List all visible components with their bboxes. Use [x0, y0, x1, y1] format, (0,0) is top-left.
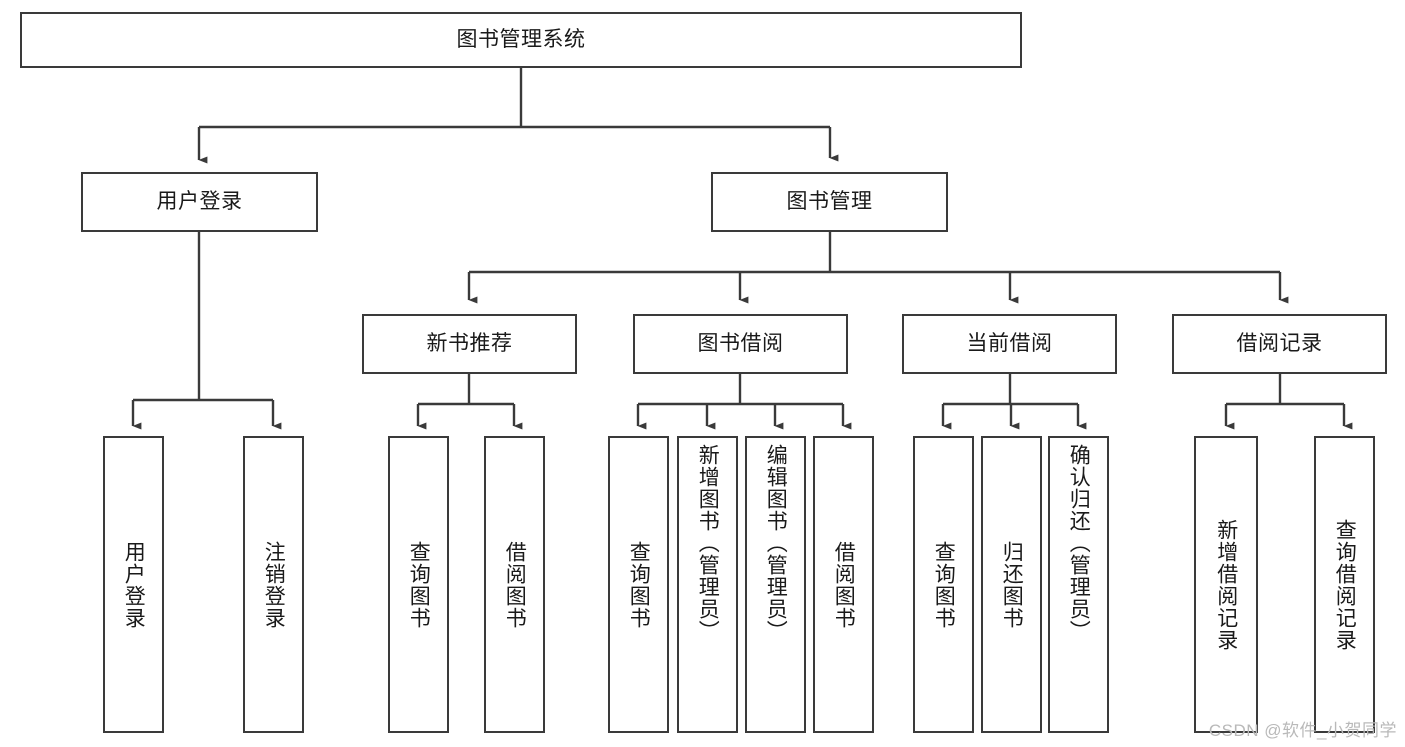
node-label: 编辑图书（管理员） [764, 444, 788, 642]
leaf-record-query-record[interactable]: 查询借阅记录 [1314, 436, 1375, 733]
node-label: 借阅图书 [832, 540, 856, 629]
leaf-borrow-query-book[interactable]: 查询图书 [608, 436, 669, 733]
leaf-record-add-record[interactable]: 新增借阅记录 [1194, 436, 1258, 733]
leaf-user-login-login[interactable]: 用户登录 [103, 436, 164, 733]
node-label: 借阅记录 [1236, 332, 1323, 356]
leaf-recommend-query-book[interactable]: 查询图书 [388, 436, 449, 733]
leaf-current-query-book[interactable]: 查询图书 [913, 436, 974, 733]
node-root-system[interactable]: 图书管理系统 [20, 12, 1022, 68]
node-label: 查询图书 [407, 540, 431, 629]
leaf-current-confirm-return-admin[interactable]: 确认归还（管理员） [1048, 436, 1109, 733]
node-borrow-record[interactable]: 借阅记录 [1172, 314, 1387, 374]
leaf-recommend-borrow-book[interactable]: 借阅图书 [484, 436, 545, 733]
node-new-book-recommend[interactable]: 新书推荐 [362, 314, 577, 374]
leaf-borrow-borrow-book[interactable]: 借阅图书 [813, 436, 874, 733]
node-label: 当前借阅 [966, 332, 1053, 356]
leaf-user-login-logout[interactable]: 注销登录 [243, 436, 304, 733]
node-label: 注销登录 [262, 540, 286, 629]
node-label: 图书管理系统 [456, 28, 586, 52]
node-user-login[interactable]: 用户登录 [81, 172, 318, 232]
node-label: 查询图书 [932, 540, 956, 629]
leaf-borrow-edit-book-admin[interactable]: 编辑图书（管理员） [745, 436, 806, 733]
node-label: 归还图书 [1000, 540, 1024, 629]
node-label: 查询借阅记录 [1333, 518, 1357, 651]
node-label: 借阅图书 [503, 540, 527, 629]
node-label: 查询图书 [627, 540, 651, 629]
node-current-borrow[interactable]: 当前借阅 [902, 314, 1117, 374]
leaf-borrow-add-book-admin[interactable]: 新增图书（管理员） [677, 436, 738, 733]
node-label: 新增图书（管理员） [696, 444, 720, 642]
node-book-borrow[interactable]: 图书借阅 [633, 314, 848, 374]
node-label: 新书推荐 [426, 332, 513, 356]
node-label: 图书借阅 [697, 332, 784, 356]
node-label: 确认归还（管理员） [1067, 444, 1091, 642]
node-label: 新增借阅记录 [1214, 518, 1238, 651]
watermark-text: CSDN @软件_小贺同学 [1208, 721, 1397, 740]
leaf-current-return-book[interactable]: 归还图书 [981, 436, 1042, 733]
node-label: 用户登录 [156, 190, 243, 214]
node-label: 用户登录 [122, 540, 146, 629]
node-book-management[interactable]: 图书管理 [711, 172, 948, 232]
node-label: 图书管理 [786, 190, 873, 214]
